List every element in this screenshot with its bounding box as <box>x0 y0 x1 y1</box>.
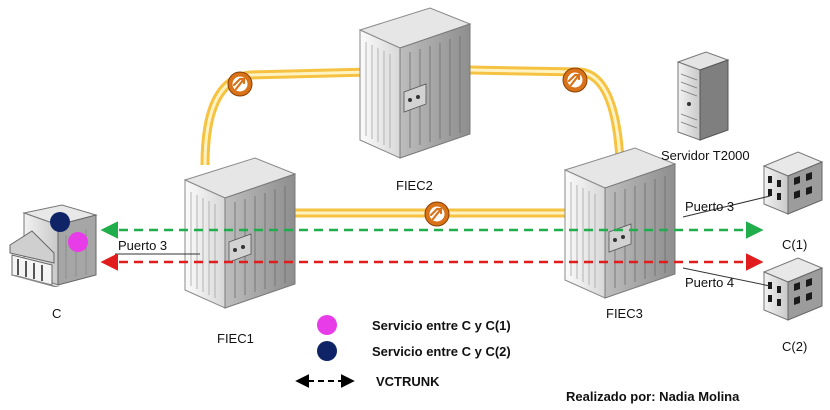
legend-vctrunk: VCTRUNK <box>376 374 440 389</box>
customer-c-label: C <box>52 306 61 321</box>
ring-link-fiec2-fiec3 <box>469 65 625 161</box>
service-c-c1-dot <box>68 232 88 252</box>
legend-service-c2: Servicio entre C y C(2) <box>372 344 511 359</box>
optical-link-icon <box>561 66 589 94</box>
optical-link-icon <box>226 70 254 98</box>
fiec2-label: FIEC2 <box>396 178 433 193</box>
fiec3-label: FIEC3 <box>606 306 643 321</box>
author-credit: Realizado por: Nadia Molina <box>566 389 740 404</box>
port-label-c1: Puerto 3 <box>685 199 734 214</box>
legend-dot-c1 <box>317 315 337 335</box>
legend: Servicio entre C y C(1) Servicio entre C… <box>295 315 511 389</box>
customer-c1-label: C(1) <box>782 237 807 252</box>
legend-dot-c2 <box>317 341 337 361</box>
fiec1-label: FIEC1 <box>217 331 254 346</box>
optical-link-icon <box>423 200 451 228</box>
port-line-c2 <box>682 267 771 287</box>
fiec1-rack-icon <box>184 157 296 309</box>
service-c-c2-dot <box>50 212 70 232</box>
server-icon <box>676 51 730 141</box>
fiec3-rack-icon <box>564 147 676 299</box>
port-label-c2: Puerto 4 <box>685 275 734 290</box>
port-label-c: Puerto 3 <box>118 238 167 253</box>
building-c2-icon <box>763 257 823 321</box>
building-c1-icon <box>763 151 823 215</box>
legend-service-c1: Servicio entre C y C(1) <box>372 318 511 333</box>
server-label: Servidor T2000 <box>661 148 750 163</box>
port-line-c1 <box>682 195 771 218</box>
customer-c2-label: C(2) <box>782 339 807 354</box>
fiec2-rack-icon <box>359 7 471 159</box>
